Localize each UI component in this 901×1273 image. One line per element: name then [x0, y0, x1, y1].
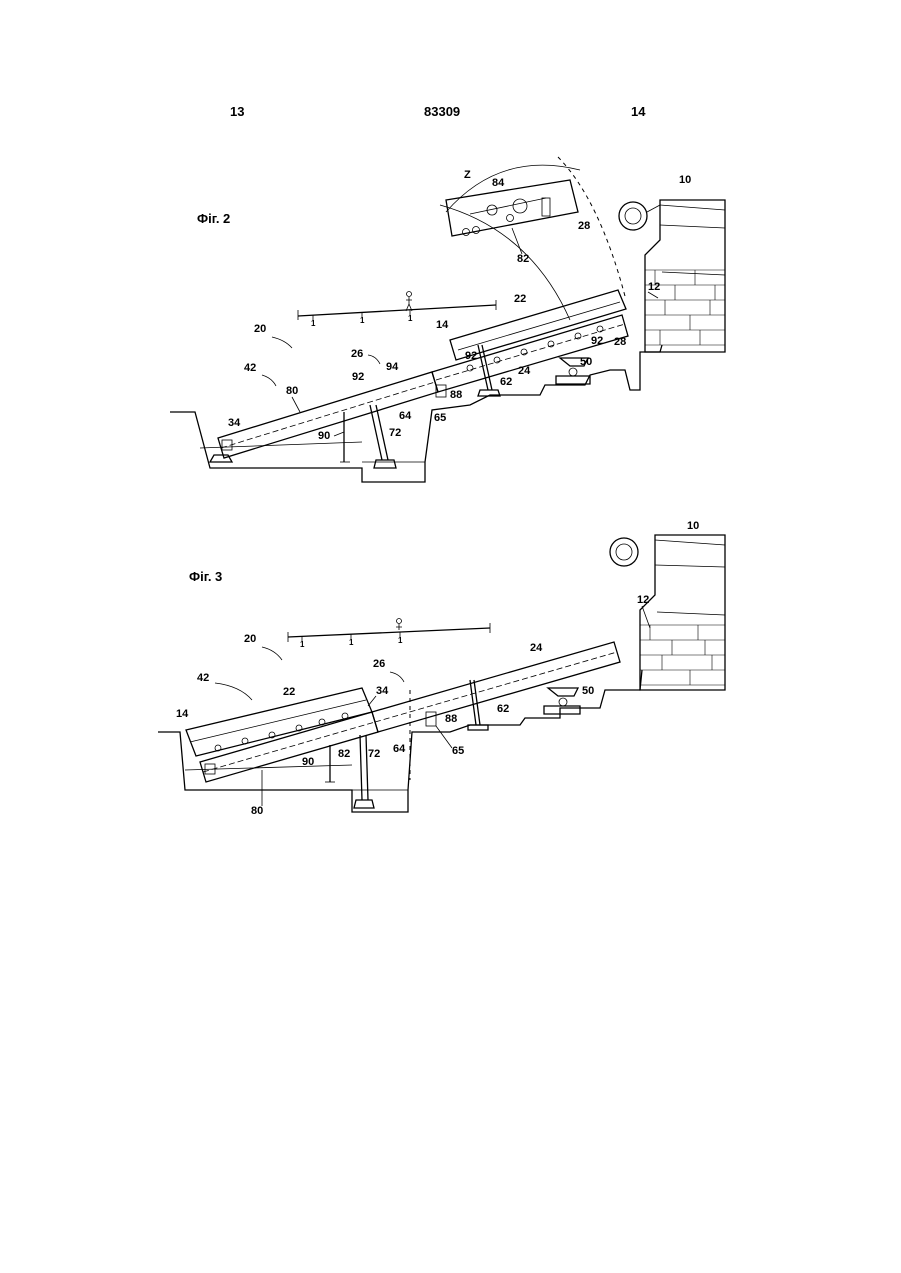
- label-92-left: 92: [352, 371, 364, 383]
- page-number-right: 14: [631, 104, 645, 119]
- label-94: 94: [386, 361, 399, 373]
- label-26-3: 26: [373, 658, 385, 670]
- label-28-detail: 28: [578, 220, 590, 232]
- label-82: 82: [517, 253, 529, 265]
- walkway-platform: [298, 305, 496, 316]
- tick-3-1: 1: [300, 640, 305, 649]
- label-50-3: 50: [582, 685, 594, 697]
- label-64: 64: [399, 410, 412, 422]
- label-65-3: 65: [452, 745, 464, 757]
- label-72: 72: [389, 427, 401, 439]
- label-34-3: 34: [376, 685, 389, 697]
- person-figure-3: [396, 619, 402, 631]
- label-10: 10: [679, 174, 691, 186]
- label-92-right: 92: [591, 335, 603, 347]
- document-number: 83309: [424, 104, 460, 119]
- label-14: 14: [436, 319, 449, 331]
- supports: [340, 345, 590, 468]
- figure-3-caption: Фіг. 3: [189, 569, 222, 584]
- tick-1: 1: [311, 319, 316, 328]
- label-80: 80: [286, 385, 298, 397]
- tick-3-3: 1: [398, 636, 403, 645]
- label-42: 42: [244, 362, 256, 374]
- page-number-left: 13: [230, 104, 244, 119]
- walkway-platform-3: [288, 628, 490, 637]
- label-12: 12: [648, 281, 660, 293]
- label-82-3: 82: [338, 748, 350, 760]
- detail-boundary: [558, 157, 626, 300]
- label-42-3: 42: [197, 672, 209, 684]
- label-24-3: 24: [530, 642, 543, 654]
- label-62: 62: [500, 376, 512, 388]
- label-14-3: 14: [176, 708, 189, 720]
- label-28: 28: [614, 336, 626, 348]
- label-26: 26: [351, 348, 363, 360]
- supports-3: [325, 680, 580, 808]
- person-figure: [406, 292, 412, 312]
- label-24: 24: [518, 365, 531, 377]
- label-84: 84: [492, 177, 505, 189]
- label-22-3: 22: [283, 686, 295, 698]
- label-88: 88: [450, 389, 462, 401]
- upper-chute: [432, 315, 628, 392]
- kiln-wall: [619, 200, 725, 352]
- tick-2: 1: [360, 316, 365, 325]
- kiln-wall-3: [610, 535, 725, 690]
- label-20: 20: [254, 323, 266, 335]
- label-12-3: 12: [637, 594, 649, 606]
- label-90: 90: [318, 430, 330, 442]
- label-88-3: 88: [445, 713, 457, 725]
- lower-chute-3: [200, 712, 378, 782]
- label-72-3: 72: [368, 748, 380, 760]
- figure-2-drawing: Фіг. 2 10 12 1 1 1: [0, 150, 901, 490]
- label-z: Z: [464, 169, 471, 181]
- label-80-3: 80: [251, 805, 263, 817]
- label-92-mid: 92: [465, 350, 477, 362]
- figure-3-drawing: Фіг. 3 10 12 1 1 1: [0, 510, 901, 840]
- label-10-3: 10: [687, 520, 699, 532]
- label-22: 22: [514, 293, 526, 305]
- ground-profile-3: [158, 670, 642, 812]
- label-62-3: 62: [497, 703, 509, 715]
- tick-3: 1: [408, 314, 413, 323]
- label-34: 34: [228, 417, 241, 429]
- label-20-3: 20: [244, 633, 256, 645]
- figure-2-caption: Фіг. 2: [197, 211, 230, 226]
- trough-22-3: [186, 688, 372, 756]
- label-64-3: 64: [393, 743, 406, 755]
- label-50: 50: [580, 356, 592, 368]
- label-90-3: 90: [302, 756, 314, 768]
- tick-3-2: 1: [349, 638, 354, 647]
- label-65: 65: [434, 412, 446, 424]
